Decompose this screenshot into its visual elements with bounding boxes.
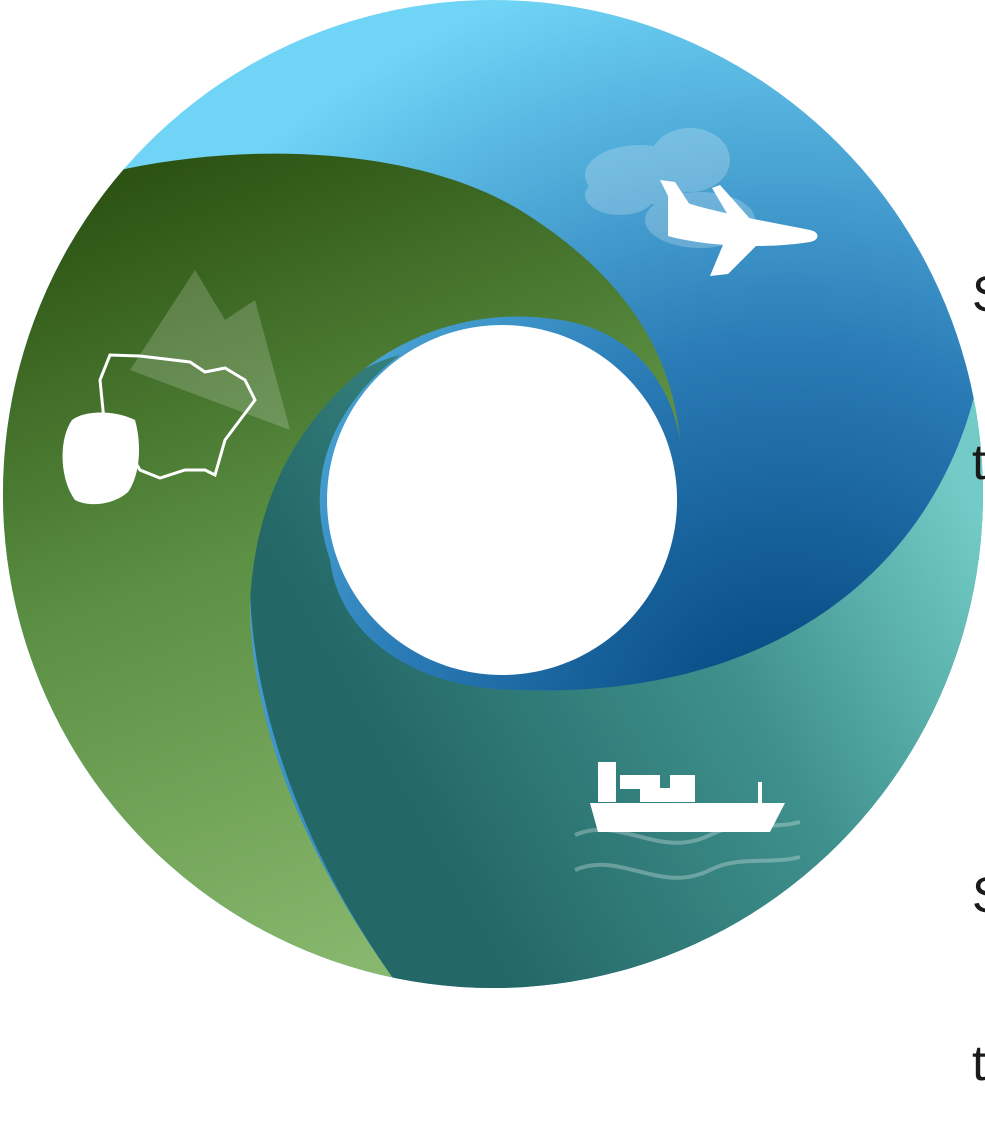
segment-land	[2, 153, 680, 988]
text-top-line-1: S	[972, 266, 985, 322]
text-fragment-bottom: S t	[972, 755, 985, 1147]
us-map-shield-icon	[62, 270, 290, 505]
cycle-diagram	[2, 0, 983, 988]
airplane-icon	[585, 128, 818, 276]
segment-sea	[250, 330, 983, 988]
text-fragment-top: S t	[972, 154, 985, 546]
text-bottom-line-1: S	[972, 867, 985, 923]
cargo-ship-icon	[574, 762, 801, 880]
text-top-line-2: t	[972, 434, 985, 490]
text-bottom-line-2: t	[972, 1035, 985, 1091]
